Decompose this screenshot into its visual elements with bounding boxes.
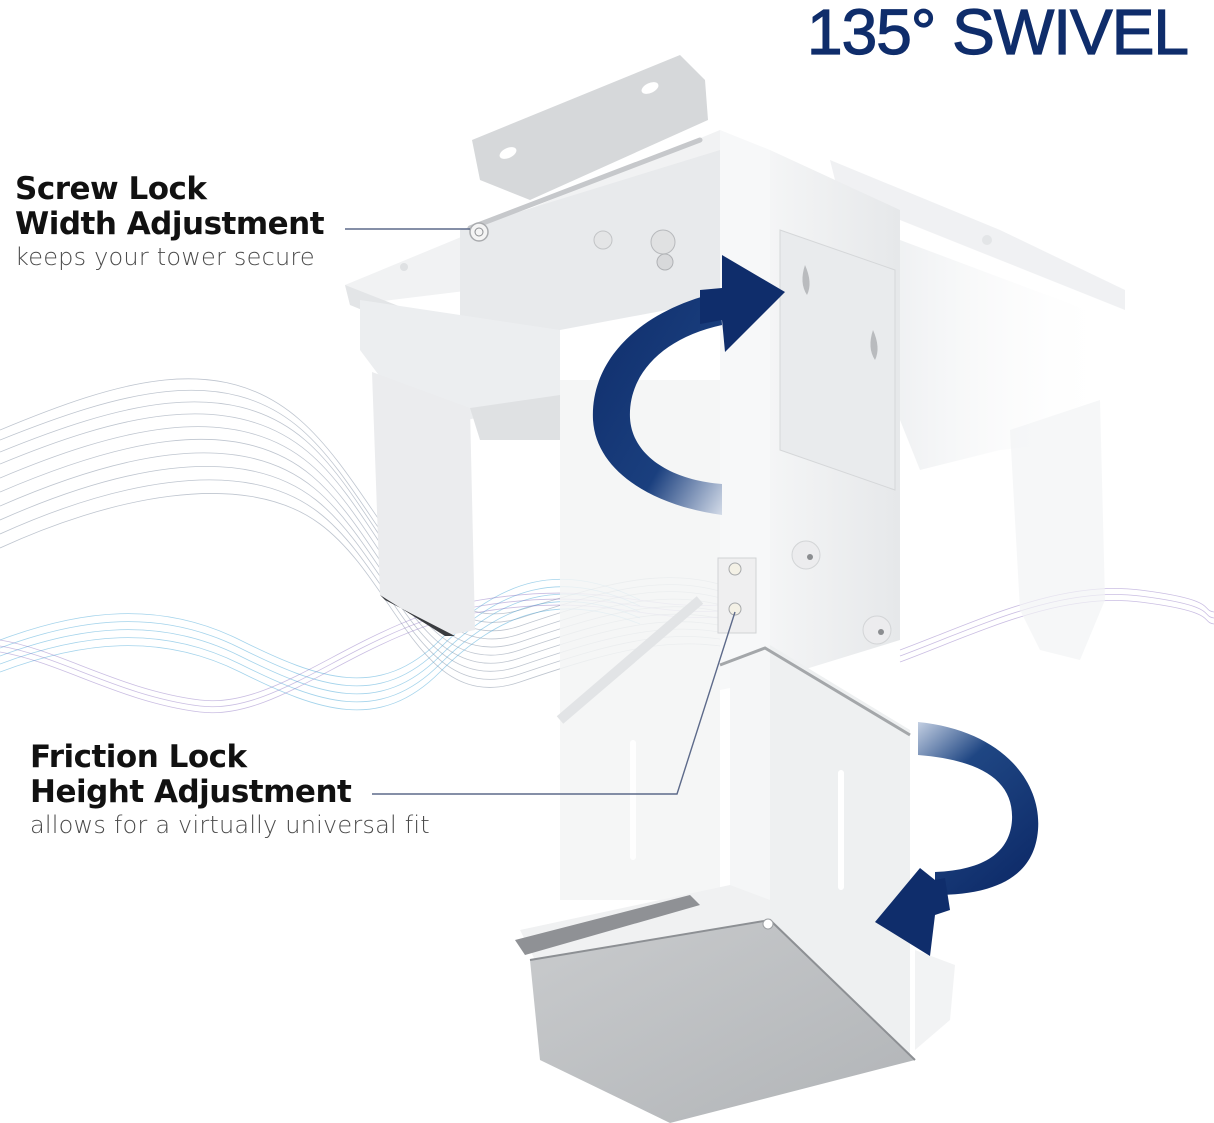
height-adjust-bolts [717, 557, 757, 634]
callout-title-line1: Friction Lock [30, 739, 247, 775]
width-adjust-screw [469, 222, 489, 242]
callout-title-line1: Screw Lock [15, 171, 207, 207]
callout-subtitle: allows for a virtually universal fit [30, 811, 430, 839]
callout-title-line2: Height Adjustment [30, 774, 352, 810]
callout-screw-lock: Screw Lock Width Adjustment keeps your t… [15, 171, 325, 272]
callout-title-line2: Width Adjustment [15, 206, 325, 242]
bracket-right-wing [830, 160, 1125, 660]
headline-swivel: 135° SWIVEL [806, 0, 1189, 69]
top-tray [345, 130, 720, 430]
swivel-arrow-counterclockwise-icon [875, 722, 1039, 956]
upper-column [717, 130, 900, 690]
swivel-arrow-clockwise-icon [592, 255, 785, 515]
mounting-plate [472, 55, 708, 200]
bottom-tray [515, 895, 955, 1123]
callout-subtitle: keeps your tower secure [15, 243, 315, 271]
bracket-left-wing [372, 372, 560, 636]
callout-friction-lock: Friction Lock Height Adjustment allows f… [30, 740, 430, 840]
callout-leader-lines [345, 228, 736, 795]
